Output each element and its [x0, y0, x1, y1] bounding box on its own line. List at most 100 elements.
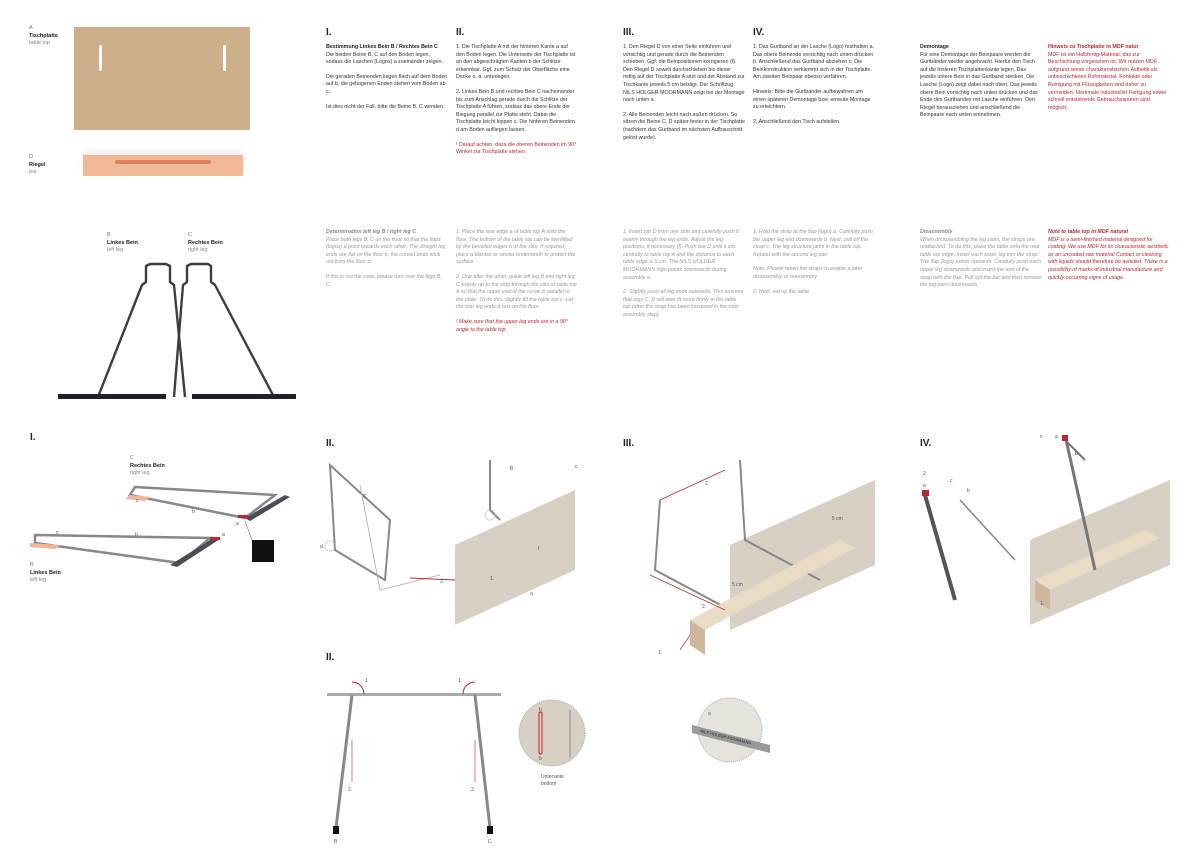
mdf-note-de: Hinweis zu Tischplatte in MDF natur MDF …: [1048, 44, 1170, 119]
part-name: Rechtes Bein: [130, 462, 165, 469]
paragraph: MDF is a semi-finished material designed…: [1048, 236, 1169, 281]
step-1-text-de: Bestimmung Linkes Bein B / Rechtes Bein …: [326, 44, 448, 118]
part-name-en: left leg: [107, 247, 124, 253]
bar-image: [83, 155, 243, 176]
section-title: Disassembly: [920, 229, 953, 235]
section-title: Hinweis zu Tischplatte in MDF natur: [1048, 44, 1139, 50]
diagram-heading: II.: [326, 652, 335, 663]
paragraph: 2. Anschließend den Tisch aufstellen.: [753, 118, 841, 125]
diagram-step-2: B C a c d f 1. 2.: [320, 460, 578, 625]
diagram-step-1: a a b b c c: [30, 485, 290, 567]
label-c: c: [1040, 434, 1043, 440]
step-heading: IV.: [753, 27, 765, 38]
part-key: D: [29, 154, 33, 160]
label-1: 1.: [490, 576, 494, 582]
step-2-text-de: 1. Die Tischplatte A mit der hinteren Ka…: [456, 44, 578, 164]
label-5cm: 5 cm: [732, 582, 743, 588]
part-label-right-leg: C Rechtes Bein right leg: [188, 232, 223, 255]
part-label-left-leg: B Linkes Bein left leg: [107, 232, 138, 255]
right-leg-shape: [172, 262, 276, 398]
label-d: d: [320, 544, 323, 550]
paragraph: 2. Next, set up the table.: [753, 288, 811, 295]
label-2: 2.: [348, 787, 352, 793]
label-a: a: [530, 591, 533, 597]
label-a: a: [923, 483, 926, 489]
paragraph: MDF ist ein Halbfertig-Material, das zur…: [1048, 51, 1167, 111]
paragraph: Place both legs B, C on the floor so tha…: [326, 236, 446, 266]
part-name-en: left leg: [30, 577, 47, 583]
paragraph: 2. One after the other, guide left leg B…: [456, 273, 577, 311]
label-b: b: [135, 532, 138, 538]
label-c: c: [56, 530, 59, 536]
step-heading: II.: [456, 27, 465, 38]
left-leg-shape: [96, 262, 187, 398]
paragraph: 1. Die Tischplatte A mit der hinteren Ka…: [456, 44, 576, 81]
paragraph: 2. Linkes Bein B und rechtes Bein C nach…: [456, 88, 575, 133]
diagram-heading: II.: [326, 438, 335, 449]
step-4-text-de: 1. Das Gurtband an der Lasche (Logo) fes…: [753, 44, 875, 133]
step-heading: III.: [623, 27, 635, 38]
label-5cm: 5 cm: [832, 516, 843, 522]
label-a: a: [708, 711, 711, 717]
paragraph: Die beiden Beine B, C auf den Boden lege…: [326, 51, 443, 66]
label-2: 2.: [923, 471, 927, 477]
paragraph: 1. Place the rear edge a of table top A …: [456, 229, 576, 266]
label-b: b: [967, 488, 970, 494]
step-1-text-en: Determination left leg B / right leg C P…: [326, 229, 448, 296]
label-b: b: [539, 707, 542, 713]
legs-illustration: [58, 262, 296, 399]
label-a: a: [1055, 434, 1058, 440]
part-name-en: bar: [29, 169, 37, 175]
part-name: Rechtes Bein: [188, 239, 223, 246]
step-3-text-de: 1. Den Riegel D von einer Seite einführe…: [623, 44, 745, 149]
paragraph: Note: Please retain the straps to enable…: [753, 266, 863, 280]
step-3-text-en: 1. Insert bar D from one side and carefu…: [623, 229, 745, 327]
warning-text: ! Make sure that the upper leg ends are …: [456, 318, 568, 333]
part-name-en: right leg: [130, 470, 150, 476]
diagram-step-2-side: 1 1 2. 2. B C b b Unterseite bottom: [327, 678, 586, 845]
step-heading: I.: [326, 27, 332, 38]
label-B: B: [334, 839, 338, 845]
step-2-text-en: 1. Place the rear edge a of table top A …: [456, 229, 578, 341]
part-name-en: right leg: [188, 247, 208, 253]
part-name: Linkes Bein: [107, 239, 138, 246]
part-key: C: [188, 232, 192, 238]
paragraph: Ist dies nicht der Fall, bitte die Beine…: [326, 103, 445, 110]
label-1: 1.: [1040, 601, 1044, 607]
label-b: b: [192, 509, 195, 515]
part-name: Tischplatte: [29, 32, 58, 39]
label-2: 2.: [702, 604, 706, 610]
step-title: Determination left leg B / right leg C: [326, 229, 417, 235]
disassembly-text-de: Demontage Für eine Demontage der Beinpaa…: [920, 44, 1042, 127]
label-a: a: [236, 521, 239, 527]
diagram-step-4: a b c a b c 2. 1.: [922, 434, 1170, 625]
label-B: B: [510, 466, 514, 472]
paragraph: 1. Das Gurtband an der Lasche (Logo) fes…: [753, 44, 875, 81]
step-4-text-en: 1. Hold the strap at the flap (logo) a. …: [753, 229, 875, 303]
label-c: c: [136, 498, 139, 504]
diagram-heading: III.: [623, 438, 635, 449]
label-angle: 1: [458, 678, 461, 684]
label-2: 2.: [440, 579, 444, 585]
paragraph: When disassembling the leg pairs, the st…: [920, 236, 1042, 289]
label-c: c: [575, 464, 578, 470]
part-label-bar: D Riegel bar: [29, 154, 46, 177]
label-a: a: [222, 532, 225, 538]
part-key: A: [29, 25, 33, 31]
label-c: c: [950, 478, 953, 484]
diagram-heading: IV.: [920, 438, 932, 449]
part-name: Linkes Bein: [30, 569, 61, 576]
paragraph: 2. Slightly push all leg ends outwards. …: [623, 289, 744, 318]
paragraph: Für eine Demontage der Beinpaare werden …: [920, 51, 1038, 119]
paragraph: 1. Den Riegel D von einer Seite einführe…: [623, 44, 745, 104]
label-C: C: [363, 494, 367, 500]
section-title: Demontage: [920, 44, 949, 50]
diagram-heading: I.: [30, 432, 36, 443]
label-b: b: [1075, 451, 1078, 457]
step-title: Bestimmung Linkes Bein B / Rechtes Bein …: [326, 44, 438, 50]
paragraph: 2. Alle Beinenden leicht nach außen drüc…: [623, 111, 745, 141]
diagram-label-right-leg: C Rechtes Bein right leg: [130, 455, 165, 478]
label-2: 2.: [471, 787, 475, 793]
part-name-en: table top: [29, 40, 51, 46]
label-angle: 1: [365, 678, 368, 684]
